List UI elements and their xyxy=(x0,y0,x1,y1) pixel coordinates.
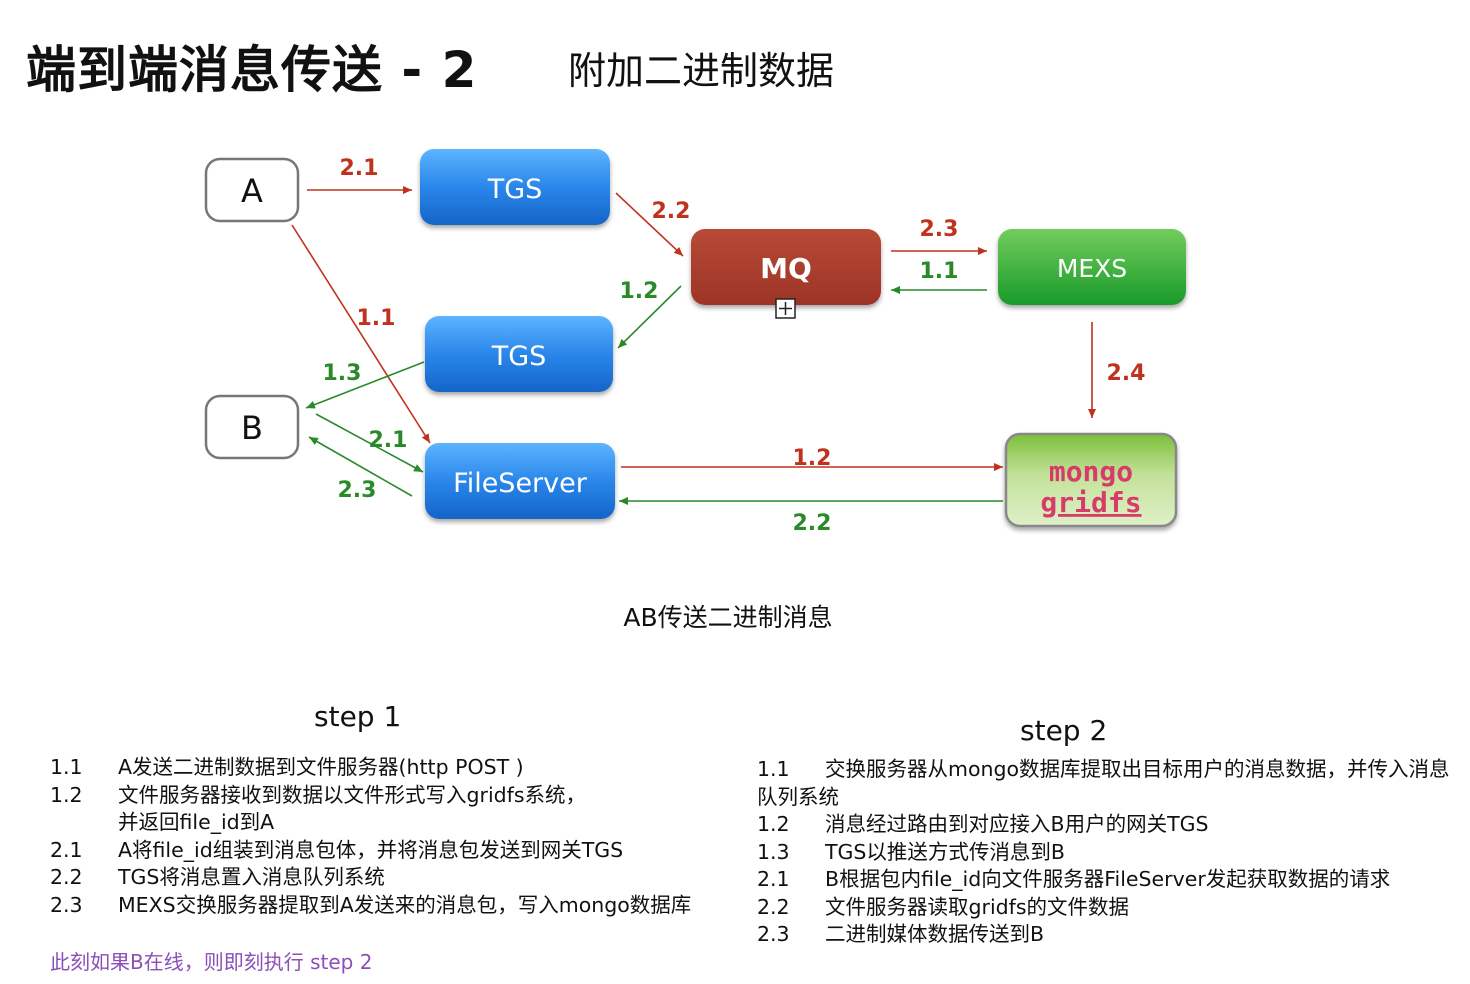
step2-item-text: B根据包内file_id向文件服务器FileServer发起获取数据的请求 xyxy=(825,867,1391,891)
step1-title: step 1 xyxy=(314,700,402,733)
node-b-label: B xyxy=(241,409,263,447)
step1-item-text: 文件服务器接收到数据以文件形式写入gridfs系统， xyxy=(118,782,587,807)
step1-item: 2.3 MEXS交换服务器提取到A发送来的消息包，写入mongo数据库 xyxy=(50,892,750,920)
node-mongo-label: mongo xyxy=(1049,455,1133,488)
step1-item-num: 2.3 xyxy=(50,892,83,917)
expand-icon[interactable] xyxy=(775,298,796,319)
step2-item: 1.2 消息经过路由到对应接入B用户的网关TGS xyxy=(757,811,1467,839)
step1-item: 2.2 TGS将消息置入消息队列系统 xyxy=(50,864,750,892)
step1-item-text: 并返回file_id到A xyxy=(118,810,275,834)
node-mq: MQ xyxy=(691,229,881,305)
edge-fileserver-mongo-label: 1.2 xyxy=(793,446,832,471)
edge-mq-mexs-label: 2.3 xyxy=(920,217,959,242)
edge-fileserver-b: 2.3 xyxy=(308,436,413,503)
edge-mq-tgs-label: 1.2 xyxy=(620,279,659,304)
step2-item: 2.2 文件服务器读取gridfs的文件数据 xyxy=(757,894,1467,922)
step1-list: 1.1 A发送二进制数据到文件服务器(http POST ) 1.2 文件服务器接收… xyxy=(50,754,750,919)
step2-item-text: TGS以推送方式传消息到B xyxy=(825,839,1065,864)
step1-item: 1.1 A发送二进制数据到文件服务器(http POST ) xyxy=(50,754,750,782)
node-tgs-top: TGS xyxy=(420,149,610,225)
edge-tgs-b-label: 1.3 xyxy=(323,361,362,386)
step2-item-text: 文件服务器读取gridfs的文件数据 xyxy=(825,894,1130,919)
edge-mongo-fileserver-label: 2.2 xyxy=(793,511,832,536)
step1-item-num: 1.2 xyxy=(50,782,83,807)
step1-item-text: TGS将消息置入消息队列系统 xyxy=(118,865,385,889)
node-fileserver-label: FileServer xyxy=(453,468,588,499)
node-mongo-gridfs: mongo gridfs xyxy=(1004,432,1178,528)
step1-item-text: MEXS交换服务器提取到A发送来的消息包，写入mongo数据库 xyxy=(118,892,692,917)
node-a-label: A xyxy=(241,172,263,210)
step2-item-num: 2.3 xyxy=(757,922,790,946)
step2-item-text: 二进制媒体数据传送到B xyxy=(825,922,1045,946)
edge-a-tgs: 2.1 xyxy=(307,156,412,194)
edge-fileserver-mongo: 1.2 xyxy=(621,446,1003,471)
edge-mexs-mongo: 2.4 xyxy=(1088,322,1146,418)
step2-item-text: 消息经过路由到对应接入B用户的网关TGS xyxy=(825,812,1209,836)
step1-item-num: 1.1 xyxy=(50,755,83,779)
step2-item-num: 1.3 xyxy=(757,839,790,864)
node-b: B xyxy=(204,394,300,460)
edge-a-tgs-label: 2.1 xyxy=(340,156,379,181)
node-tgs-mid: TGS xyxy=(425,316,613,392)
node-tgs-top-label: TGS xyxy=(487,174,543,205)
edge-fileserver-b-label: 2.3 xyxy=(338,478,377,503)
flow-diagram: A B TGS TGS FileServer MQ MEXS mongo gri… xyxy=(204,149,1186,536)
step2-item: 1.3 TGS以推送方式传消息到B xyxy=(757,839,1467,867)
step1-item: 1.2 文件服务器接收到数据以文件形式写入gridfs系统， xyxy=(50,782,750,810)
edge-tgs-mq: 2.2 xyxy=(615,192,691,257)
step1-item-text: A将file_id组装到消息包体，并将消息包发送到网关TGS xyxy=(118,837,624,862)
edge-mexs-mq-label: 1.1 xyxy=(920,259,959,284)
node-mexs: MEXS xyxy=(998,229,1186,305)
step1-item: 并返回file_id到A xyxy=(50,809,750,837)
node-a: A xyxy=(204,157,300,223)
step1-item-text: A发送二进制数据到文件服务器(http POST ) xyxy=(118,755,524,779)
edge-mexs-mongo-label: 2.4 xyxy=(1107,361,1146,386)
edge-tgs-b: 1.3 xyxy=(305,361,425,409)
node-gridfs-label: gridfs xyxy=(1040,486,1141,519)
edge-mexs-mq: 1.1 xyxy=(891,259,987,294)
step1-item-num: 2.2 xyxy=(50,865,83,889)
step2-item-num: 2.1 xyxy=(757,867,790,891)
diagram-caption: AB传送二进制消息 xyxy=(623,603,833,632)
step2-item: 2.3 二进制媒体数据传送到B xyxy=(757,921,1467,949)
page-title: 端到端消息传送 - 2 xyxy=(26,41,478,99)
edge-b-fileserver-label: 2.1 xyxy=(369,428,408,453)
node-fileserver: FileServer xyxy=(425,443,615,519)
edge-b-fileserver: 2.1 xyxy=(315,413,424,473)
node-tgs-mid-label: TGS xyxy=(491,341,547,372)
note-text: 此刻如果B在线，则即刻执行 step 2 xyxy=(50,950,373,974)
step2-item-text: 交换服务器从mongo数据库提取出目标用户的消息数据，并传入消息队列系统 xyxy=(757,757,1450,809)
page-subtitle: 附加二进制数据 xyxy=(568,49,835,93)
edge-mongo-fileserver: 2.2 xyxy=(619,497,1003,536)
edge-mq-mexs: 2.3 xyxy=(891,217,987,255)
edge-mq-tgs: 1.2 xyxy=(617,279,682,349)
step2-item: 2.1 B根据包内file_id向文件服务器FileServer发起获取数据的请求 xyxy=(757,866,1467,894)
edge-a-fileserver-label: 1.1 xyxy=(357,306,396,331)
step2-title: step 2 xyxy=(1020,714,1108,747)
node-mq-label: MQ xyxy=(760,252,812,285)
edge-a-fileserver: 1.1 xyxy=(291,224,431,444)
step1-item: 2.1 A将file_id组装到消息包体，并将消息包发送到网关TGS xyxy=(50,837,750,865)
step2-item-num: 1.2 xyxy=(757,812,790,836)
step2-item-num: 1.1 xyxy=(757,757,790,781)
step1-item-num: 2.1 xyxy=(50,837,83,862)
step2-item-num: 2.2 xyxy=(757,894,790,919)
node-mexs-label: MEXS xyxy=(1057,254,1127,283)
edge-tgs-mq-label: 2.2 xyxy=(652,199,691,224)
